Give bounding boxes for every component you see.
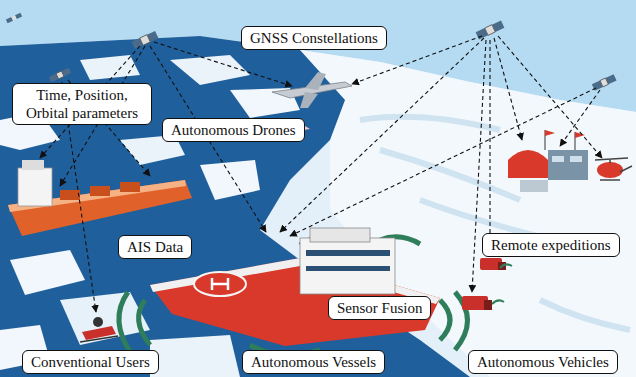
sensor-waves [440, 300, 450, 340]
helicopter [595, 158, 632, 180]
label-text: Autonomous Vessels [251, 353, 376, 371]
label-text: AIS Data [127, 238, 183, 256]
satellites [6, 13, 22, 23]
icebreaker-ship [310, 228, 370, 242]
helicopter [597, 162, 623, 178]
satellites [140, 35, 151, 46]
vehicles [484, 300, 492, 310]
label-text: Autonomous Drones [171, 121, 296, 139]
research-base [552, 156, 564, 162]
cargo-ship [22, 160, 44, 170]
icebreaker-ship [306, 250, 390, 256]
label-box: Autonomous Vessels [242, 350, 385, 374]
cargo-ship [18, 168, 52, 206]
label-text: Autonomous Vehicles [477, 353, 609, 371]
research-base [545, 130, 555, 136]
icebreaker-ship [300, 238, 395, 294]
cargo-ship [120, 182, 140, 192]
label-box: GNSS Constellations [241, 26, 387, 50]
cargo-ship [8, 160, 192, 236]
research-base [508, 150, 548, 178]
signal-arrows [280, 38, 484, 232]
sensor-waves [119, 292, 132, 355]
snowmobile [80, 336, 118, 342]
snowmobile [82, 326, 116, 340]
vehicles [462, 258, 512, 310]
label-text: Remote expeditions [491, 236, 611, 254]
satellites [600, 78, 608, 87]
ocean [0, 36, 470, 377]
vehicles [492, 264, 512, 304]
label-box: Remote expeditions [482, 233, 620, 257]
label-text: Sensor Fusion [337, 299, 422, 317]
drone [305, 72, 326, 90]
research-base [520, 180, 548, 192]
satellites [56, 71, 64, 79]
research-base [570, 156, 582, 162]
cargo-ship [90, 186, 110, 196]
ocean [80, 55, 140, 80]
icebreaker-ship [306, 266, 390, 271]
ocean [150, 335, 240, 377]
label-box: Time, Position, Orbital parameters [12, 83, 152, 125]
helicopter [595, 158, 632, 172]
label-box: Conventional Users [22, 350, 159, 374]
research-base [548, 150, 588, 180]
cargo-ship [60, 190, 80, 200]
satellites [6, 13, 617, 91]
ocean [200, 160, 260, 200]
sensor-waves [139, 300, 150, 345]
ocean [10, 250, 85, 295]
helicopter [600, 179, 620, 181]
label-box: AIS Data [118, 235, 192, 259]
label-box: Autonomous Vehicles [468, 350, 618, 374]
drone [300, 92, 318, 108]
icebreaker-ship [212, 278, 228, 290]
ocean [0, 36, 470, 377]
signal-arrows [290, 88, 596, 236]
label-box: Autonomous Drones [162, 118, 305, 142]
signal-arrows [560, 90, 600, 146]
satellites [485, 25, 496, 36]
signal-arrows [498, 36, 602, 158]
signal-arrows [40, 36, 602, 312]
label-text: Conventional Users [31, 353, 150, 371]
signal-arrows [494, 38, 522, 140]
snowmobile [80, 317, 118, 342]
label-text: GNSS Constellations [250, 29, 378, 47]
snowmobile [93, 317, 103, 327]
icebreaker-ship [150, 228, 440, 346]
ocean [60, 292, 150, 345]
signal-arrows [489, 40, 490, 254]
label-text: Time, Position, Orbital parameters [21, 86, 143, 122]
icebreaker-ship [194, 272, 246, 296]
label-box: Sensor Fusion [328, 296, 431, 320]
research-base [545, 130, 575, 150]
satellites [11, 15, 16, 20]
research-base [508, 130, 588, 192]
icebreaker-ship [150, 258, 440, 346]
